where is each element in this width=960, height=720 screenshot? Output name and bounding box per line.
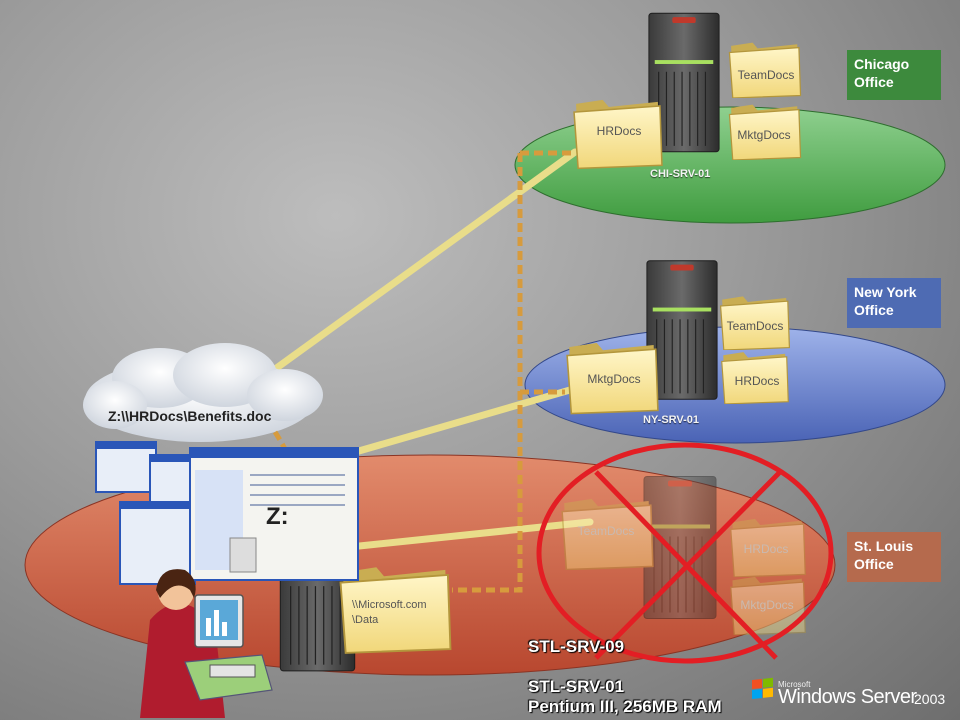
stl-old-server-spec: Pentium III, 256MB RAM	[528, 697, 722, 716]
chicago-office-label: Chicago Office	[847, 50, 941, 100]
windows-logo-icon	[752, 677, 773, 699]
chi-teamdocs-label: TeamDocs	[737, 68, 795, 82]
ny-mktgdocs-label: MktgDocs	[587, 372, 641, 386]
replication-path	[452, 153, 523, 593]
cloud-path-text: Z:\\HRDocs\Benefits.doc	[108, 408, 272, 424]
stl-teamdocs-label: TeamDocs	[577, 524, 635, 538]
stl-hrdocs-label: HRDocs	[743, 542, 789, 556]
brand-product: Windows Server	[778, 686, 917, 708]
ny-teamdocs-label: TeamDocs	[726, 319, 784, 333]
brand-version: 2003	[914, 691, 946, 707]
chi-hrdocs-label: HRDocs	[596, 124, 642, 138]
cloud-icon	[83, 343, 323, 442]
ny-hrdocs-label: HRDocs	[734, 374, 780, 388]
brand-vendor: Microsoft	[778, 680, 811, 689]
stl-new-server-label: STL-SRV-09	[528, 637, 625, 656]
stlouis-office-label: St. Louis Office	[847, 532, 941, 582]
stl-mktgdocs-label: MktgDocs	[740, 598, 794, 612]
user-avatar-icon	[140, 569, 273, 718]
explorer-windows	[95, 441, 359, 585]
chi-server-name: CHI-SRV-01	[650, 168, 711, 180]
stl-old-server-label: STL-SRV-01	[528, 677, 625, 696]
drive-letter-text: Z:	[266, 503, 289, 530]
decommission-cross-icon	[536, 442, 834, 664]
local-share-label: \\Microsoft.com \Data	[352, 599, 427, 626]
ny-server-name: NY-SRV-01	[643, 414, 700, 426]
newyork-office-label: New York Office	[847, 278, 941, 328]
chi-mktgdocs-label: MktgDocs	[737, 128, 791, 142]
